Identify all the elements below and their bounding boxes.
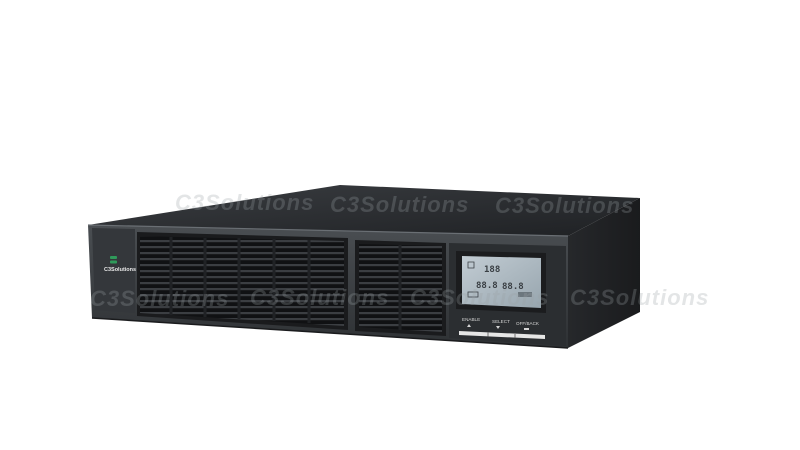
control-panel: 188 88.8 88.8 ENABLE SELECT OFF/BACK: [449, 243, 566, 346]
enter-icon: [524, 328, 529, 330]
enable-button-label: ENABLE: [462, 317, 480, 322]
off-back-button[interactable]: OFF/BACK: [516, 321, 540, 330]
vent-grille-right: [355, 240, 446, 336]
watermark: C3Solutions C3Solutions C3Solutions C3So…: [90, 190, 709, 311]
brand-logo: C3Solutions: [104, 256, 136, 273]
svg-text:C3Solutions: C3Solutions: [410, 285, 549, 310]
logo-plate: [92, 228, 135, 313]
select-button-label: SELECT: [492, 319, 510, 324]
lcd-plug-icon: [467, 261, 475, 269]
off-back-button-label: OFF/BACK: [516, 321, 540, 326]
logo-mark-icon: [110, 256, 117, 259]
lcd-digits-top: 188: [484, 265, 500, 275]
lcd-digits-left: 88.8: [476, 281, 498, 291]
chassis-side: [568, 198, 640, 348]
svg-text:C3Solutions: C3Solutions: [570, 285, 709, 310]
svg-text:C3Solutions: C3Solutions: [90, 286, 229, 311]
enable-button[interactable]: ENABLE: [462, 317, 480, 327]
svg-text:C3Solutions: C3Solutions: [495, 193, 634, 218]
brand-label: C3Solutions: [104, 267, 136, 273]
svg-text:C3Solutions: C3Solutions: [175, 190, 314, 215]
arrow-down-icon: [496, 326, 500, 329]
chassis-top: [88, 185, 640, 236]
lcd-digits-right: 88.8: [502, 282, 524, 292]
lcd-battery-icon: [467, 291, 479, 298]
svg-text:C3Solutions: C3Solutions: [330, 192, 469, 217]
svg-text:C3Solutions: C3Solutions: [250, 285, 389, 310]
button-strip: [459, 331, 545, 339]
arrow-up-icon: [467, 324, 471, 327]
select-button[interactable]: SELECT: [492, 319, 510, 329]
vent-grille-left: [137, 232, 348, 330]
